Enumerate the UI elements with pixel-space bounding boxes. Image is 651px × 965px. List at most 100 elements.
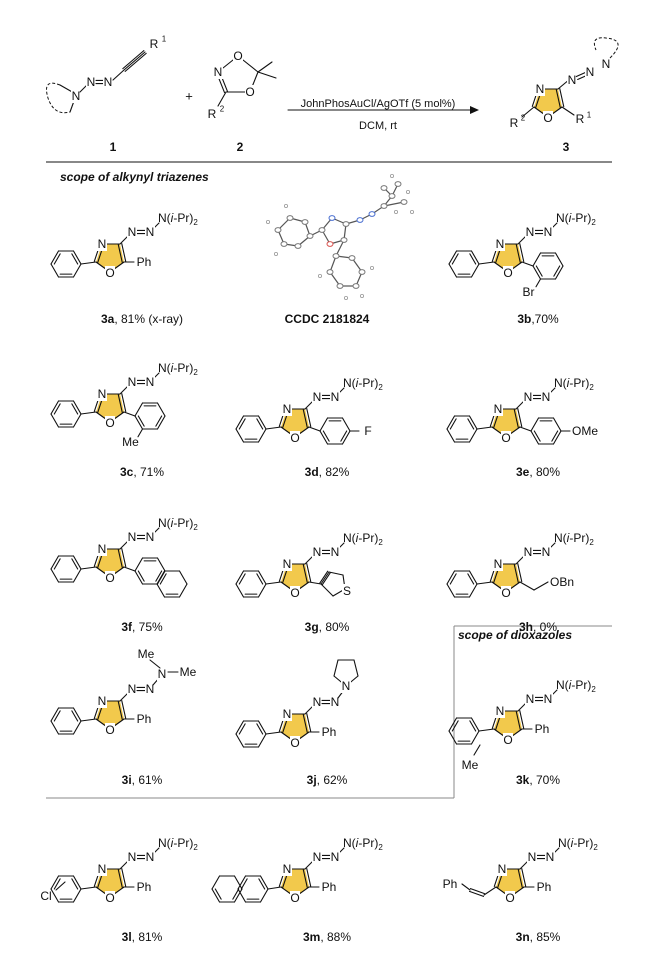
bond: [50, 413, 60, 428]
diisopropylamino-label: N(i-Pr)2: [556, 211, 596, 227]
atom-mask: [495, 704, 505, 718]
atom-mask: [157, 667, 167, 681]
oxazole-n: N: [494, 402, 503, 416]
diisopropylamino-label: N(i-Pr)2: [158, 836, 198, 852]
bond: [235, 570, 245, 585]
atom-mask: [97, 862, 107, 876]
bond: [50, 875, 60, 890]
oxazole-o: O: [105, 571, 114, 585]
oxazole-n: N: [283, 402, 292, 416]
atom-mask: [71, 89, 81, 103]
bond: [552, 430, 562, 445]
triazene-n: N: [526, 225, 535, 239]
atom-mask: [213, 65, 223, 79]
atom-mask: [341, 679, 351, 693]
ortep-hydrogen: [359, 293, 364, 298]
triazene-n: N: [146, 850, 155, 864]
bond: [238, 418, 246, 430]
arrowhead: [470, 106, 479, 114]
methyl-label: Me: [462, 758, 479, 772]
atom-mask: [330, 695, 340, 709]
triazene-n: N: [544, 692, 553, 706]
bond: [259, 888, 269, 903]
tspan-i: i: [171, 211, 174, 225]
bond: [211, 875, 221, 890]
bond: [237, 888, 247, 903]
tspan-n: N(: [158, 516, 171, 530]
ortep-atom: [342, 221, 350, 227]
ortep-atom: [294, 243, 302, 249]
oxazole-o: O: [290, 431, 299, 445]
bond: [178, 583, 188, 598]
bond: [257, 583, 267, 598]
bond: [123, 566, 136, 572]
oxazole-n: N: [494, 557, 503, 571]
atom-mask: [501, 586, 511, 600]
bond: [341, 417, 351, 432]
bond: [122, 50, 145, 70]
bond: [149, 659, 161, 669]
tspan-sub: 2: [589, 538, 594, 547]
oxazole-o: O: [105, 416, 114, 430]
bond: [478, 261, 495, 265]
bond: [134, 402, 144, 417]
bond: [551, 430, 559, 442]
bond: [267, 886, 282, 890]
bond: [123, 51, 146, 71]
tspan-n: N(: [343, 836, 356, 850]
tspan-pr: -Pr): [173, 836, 193, 850]
dioxazole-o: O: [233, 49, 242, 63]
bond: [53, 558, 61, 570]
tspan-pr: -Pr): [358, 376, 378, 390]
atom-mask: [105, 723, 115, 737]
compound-label-3b: 3b,70%: [517, 312, 559, 326]
r2-superscript: 2: [220, 105, 225, 114]
bond: [233, 875, 243, 890]
bond: [473, 744, 481, 756]
bond: [483, 886, 497, 896]
oxazole-n: N: [98, 542, 107, 556]
atom-mask: [127, 850, 137, 864]
triazene-n: N: [128, 225, 137, 239]
bond: [302, 408, 308, 428]
bond: [156, 415, 166, 430]
atom-mask: [290, 736, 300, 750]
ortep-atom: [326, 241, 334, 247]
product-r1: R: [576, 112, 585, 126]
atom-mask: [567, 73, 577, 87]
bond: [53, 878, 61, 890]
bond: [519, 710, 525, 730]
bond: [235, 415, 245, 430]
bond: [124, 52, 147, 72]
atom-mask: [97, 694, 107, 708]
bond: [521, 261, 534, 267]
bond: [321, 572, 331, 586]
product-r2: R: [510, 116, 519, 130]
product-n: N: [568, 73, 577, 87]
bond: [237, 875, 247, 890]
atom-mask: [145, 375, 155, 389]
bond: [470, 250, 480, 265]
atom-mask: [282, 707, 292, 721]
bond: [134, 570, 144, 585]
triazene-n: N: [146, 375, 155, 389]
naphthyl-ring-b: [156, 570, 188, 598]
ortep-hydrogen: [405, 189, 410, 194]
triazene-n: N: [524, 545, 533, 559]
ortep-atom: [326, 269, 334, 275]
tspan-i: i: [356, 836, 359, 850]
ortep-atom: [336, 283, 344, 289]
phenyl-label: Ph: [535, 722, 550, 736]
triazene-n: N: [331, 695, 340, 709]
triazene-n: N: [331, 545, 340, 559]
tspan-n: N(: [556, 678, 569, 692]
bond: [156, 570, 166, 585]
tspan-i: i: [569, 211, 572, 225]
atom-mask: [543, 225, 553, 239]
bond: [178, 570, 188, 585]
ortep-atom: [286, 215, 294, 221]
